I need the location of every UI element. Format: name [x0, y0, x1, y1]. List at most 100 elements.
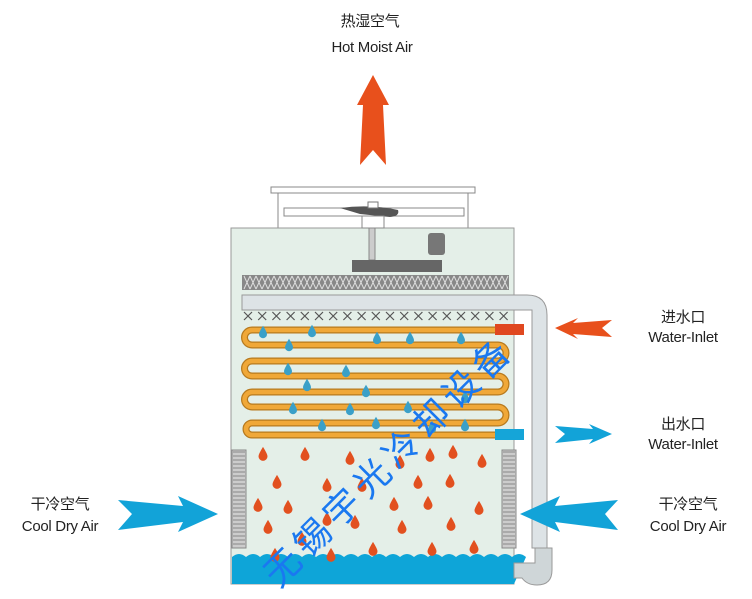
- water-drop: [346, 402, 354, 416]
- nozzle-icon: [371, 311, 381, 321]
- mesh-strand: [297, 275, 305, 290]
- inlet-label-en: Water-Inlet: [648, 329, 718, 346]
- water-drop: [397, 519, 407, 534]
- outlet-label-en: Water-Inlet: [648, 436, 718, 453]
- water-drop: [372, 416, 380, 430]
- water-drop: [404, 400, 412, 414]
- water-drop: [297, 531, 307, 546]
- mesh-strand: [393, 275, 401, 290]
- water-drop: [258, 446, 268, 461]
- outlet-connector: [495, 429, 524, 440]
- mesh-strand: [477, 275, 485, 290]
- nozzle-icon: [300, 311, 310, 321]
- mesh-strand: [441, 275, 449, 290]
- hot-air-label-cn: 热湿空气: [340, 13, 400, 30]
- water-drop: [270, 547, 280, 562]
- mesh-strand: [279, 275, 287, 290]
- water-drop: [406, 331, 414, 345]
- nozzle-icon: [357, 311, 367, 321]
- nozzle-icon: [342, 311, 352, 321]
- water-drop: [350, 514, 360, 529]
- mesh-strand: [363, 275, 371, 290]
- fan-shaft-housing: [361, 215, 385, 229]
- water-drop: [259, 325, 267, 339]
- water-drop: [308, 324, 316, 338]
- mesh-strand: [327, 275, 335, 290]
- hot-air-arrow: [357, 75, 389, 165]
- water-drop: [445, 473, 455, 488]
- water-drop: [303, 378, 311, 392]
- mesh-strand: [243, 275, 251, 290]
- mesh-strand: [411, 275, 419, 290]
- right-cool-air-arrow: [520, 496, 618, 532]
- water-drop: [357, 477, 367, 492]
- fan-top-plate: [270, 186, 476, 194]
- water-drop: [427, 541, 437, 556]
- mesh-strand: [351, 275, 359, 290]
- nozzle-icon: [314, 311, 324, 321]
- left-air-label-cn: 干冷空气: [30, 496, 90, 513]
- nozzle-icon: [470, 311, 480, 321]
- mesh-strand: [459, 275, 467, 290]
- water-drop: [461, 418, 469, 432]
- mesh-strand: [405, 275, 413, 290]
- mesh-strand: [291, 275, 299, 290]
- water-drop: [283, 499, 293, 514]
- mesh-strand: [303, 275, 311, 290]
- nozzle-icon: [385, 311, 395, 321]
- water-drop: [469, 539, 479, 554]
- nozzle-icon: [499, 311, 509, 321]
- nozzle-icon: [271, 311, 281, 321]
- water-drop: [428, 420, 436, 434]
- nozzle-icon: [428, 311, 438, 321]
- water-drop: [413, 474, 423, 489]
- mesh-strand: [369, 275, 377, 290]
- mesh-strand: [447, 275, 455, 290]
- water-outlet-arrow: [555, 424, 612, 444]
- water-drop: [342, 364, 350, 378]
- water-drop: [477, 453, 487, 468]
- spray-pipe: [241, 294, 548, 549]
- mesh-strand: [267, 275, 275, 290]
- water-drop: [326, 547, 336, 562]
- mesh-strand: [387, 275, 395, 290]
- mesh-strand: [471, 275, 479, 290]
- water-drop: [322, 477, 332, 492]
- nozzle-icon: [328, 311, 338, 321]
- water-drop: [457, 331, 465, 345]
- water-inlet-arrow: [555, 318, 612, 339]
- mesh-strand: [435, 275, 443, 290]
- louver-frame: [231, 449, 247, 549]
- louver-frame: [501, 449, 517, 549]
- drift-eliminator-mesh: [243, 275, 509, 290]
- water-drop: [368, 541, 378, 556]
- mesh-strand: [381, 275, 389, 290]
- inlet-connector: [495, 324, 524, 335]
- mesh-strand: [465, 275, 473, 290]
- water-drop: [284, 362, 292, 376]
- water-drop: [373, 331, 381, 345]
- mesh-strand: [429, 275, 437, 290]
- water-drop: [285, 338, 293, 352]
- fan-blade: [340, 206, 399, 217]
- water-drops: [253, 324, 487, 562]
- nozzle-icon: [413, 311, 423, 321]
- water-basin: [232, 554, 526, 584]
- left-cool-air-arrow: [118, 496, 218, 532]
- nozzle-icon: [484, 311, 494, 321]
- mesh-strand: [375, 275, 383, 290]
- hot-air-label-en: Hot Moist Air: [331, 39, 413, 56]
- mesh-strand: [501, 275, 509, 290]
- inlet-label-cn: 进水口: [660, 309, 706, 326]
- left-air-label-en: Cool Dry Air: [21, 518, 99, 535]
- water-drop: [425, 447, 435, 462]
- water-drop: [423, 495, 433, 510]
- pump: [513, 547, 553, 586]
- water-drop: [300, 446, 310, 461]
- mesh-strand: [249, 275, 257, 290]
- nozzle-icon: [286, 311, 296, 321]
- water-drop: [272, 474, 282, 489]
- mesh-strand: [345, 275, 353, 290]
- mesh-strand: [315, 275, 323, 290]
